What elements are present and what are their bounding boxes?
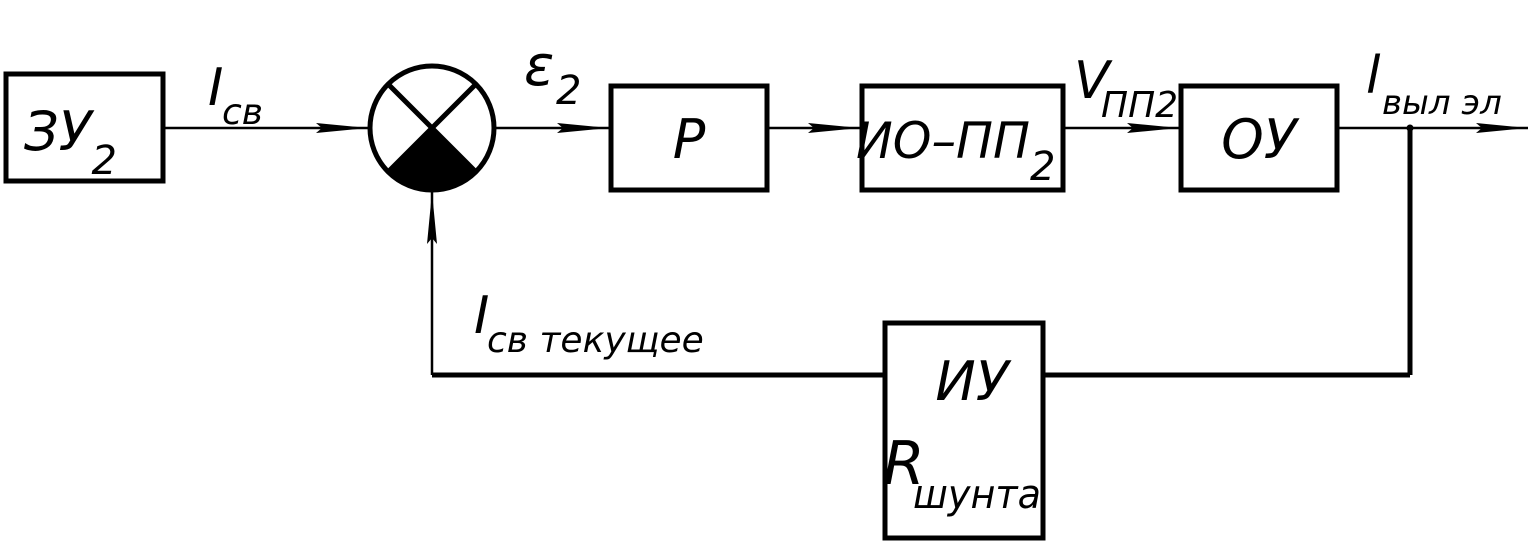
signal-output-label: l [1366,46,1381,106]
block-measure: ИУ R шунта [882,320,1046,541]
signal-feedback: I св текущее [474,286,704,361]
signal-output: l выл эл [1366,46,1502,123]
signal-velocity-label: V [1074,51,1113,111]
block-object-label: ОУ [1221,108,1300,171]
block-object: ОУ [1178,83,1340,193]
signal-setpoint: I св [208,58,263,133]
signal-velocity-subscript: ПП2 [1101,85,1178,126]
summing-junction [367,63,497,193]
signal-output-subscript: выл эл [1382,83,1502,123]
block-actuator: ИО–ПП 2 [856,83,1066,193]
block-actuator-subscript: 2 [1030,144,1055,190]
connections [163,123,1528,378]
block-memory-label: ЗУ [24,100,95,163]
block-measure-resistor-symbol: R [883,429,925,499]
signal-error: ε 2 [524,34,581,114]
block-memory: ЗУ2 [3,71,166,184]
block-memory-subscript: 2 [92,138,117,184]
signal-error-subscript: 2 [556,68,581,114]
signal-velocity: V ПП2 [1074,51,1178,126]
signal-feedback-subscript: св текущее [487,320,704,361]
signal-setpoint-label: I [208,58,223,118]
block-measure-resistor-subscript: шунта [913,472,1041,518]
svg-text:ЗУ2: ЗУ2 [24,100,117,184]
signal-feedback-label: I [474,286,489,346]
block-regulator: Р [608,83,770,193]
block-measure-label: ИУ [935,350,1011,413]
signal-setpoint-subscript: св [222,92,263,133]
signal-error-label: ε [524,34,554,99]
block-regulator-label: Р [673,108,706,171]
block-actuator-label: ИО–ПП [856,112,1030,170]
